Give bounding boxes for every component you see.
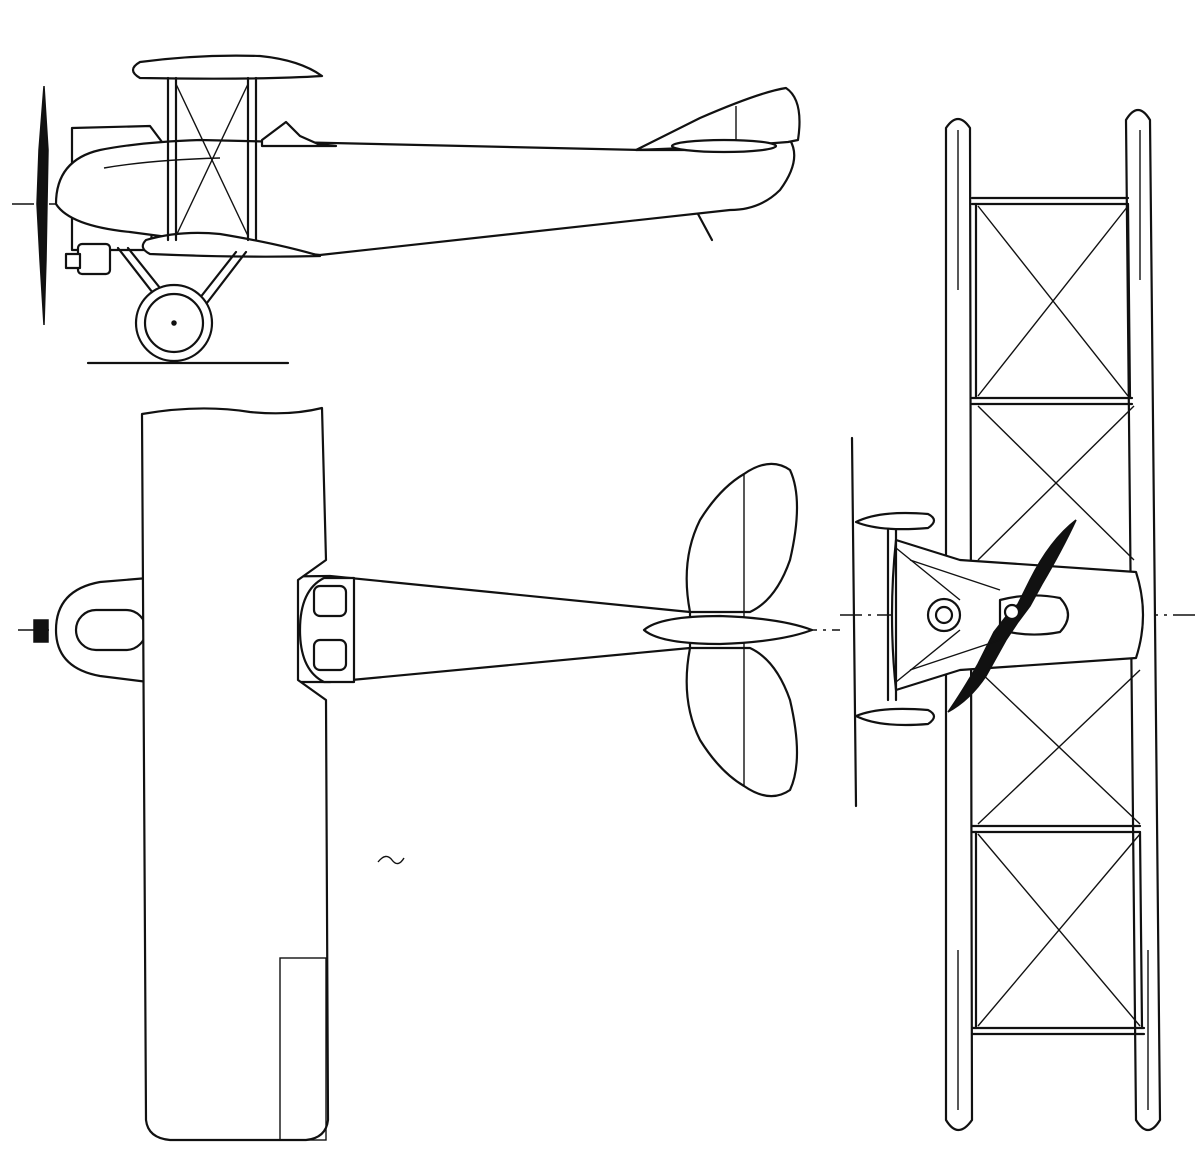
side-propeller xyxy=(36,85,49,326)
side-view xyxy=(12,54,801,365)
side-undercarriage xyxy=(116,246,248,363)
side-tailplane xyxy=(670,138,778,154)
side-cowl-line xyxy=(103,157,221,169)
stray-mark xyxy=(377,855,405,865)
front-wheel-bottom xyxy=(854,707,936,727)
top-cockpit-rear xyxy=(312,638,348,672)
top-tailplane-upper xyxy=(685,462,799,614)
top-propeller-hub xyxy=(33,619,49,643)
front-wheel-top xyxy=(854,511,936,531)
side-tail-skid xyxy=(696,212,714,242)
top-cockpit-front xyxy=(312,584,348,618)
front-view xyxy=(840,108,1196,1132)
top-nose-opening xyxy=(74,608,148,652)
front-wing-details xyxy=(957,130,1149,1110)
side-lower-wing xyxy=(141,231,322,258)
front-spinner xyxy=(926,597,962,633)
top-view xyxy=(18,406,840,1142)
front-wing-bays xyxy=(970,196,1146,1036)
side-exhaust xyxy=(64,252,82,270)
side-cockpit xyxy=(260,120,338,148)
side-radiator xyxy=(76,242,112,276)
top-fin xyxy=(642,614,814,646)
top-tailplane-lower xyxy=(685,646,799,798)
side-interplane-struts xyxy=(166,76,258,242)
front-undercarriage xyxy=(854,511,1001,727)
side-fin-rudder xyxy=(634,86,801,152)
side-fuselage xyxy=(54,138,796,257)
front-ground-line xyxy=(850,436,858,808)
top-wing xyxy=(140,406,330,1142)
top-aileron xyxy=(279,957,327,1141)
side-upper-wing xyxy=(131,54,324,80)
